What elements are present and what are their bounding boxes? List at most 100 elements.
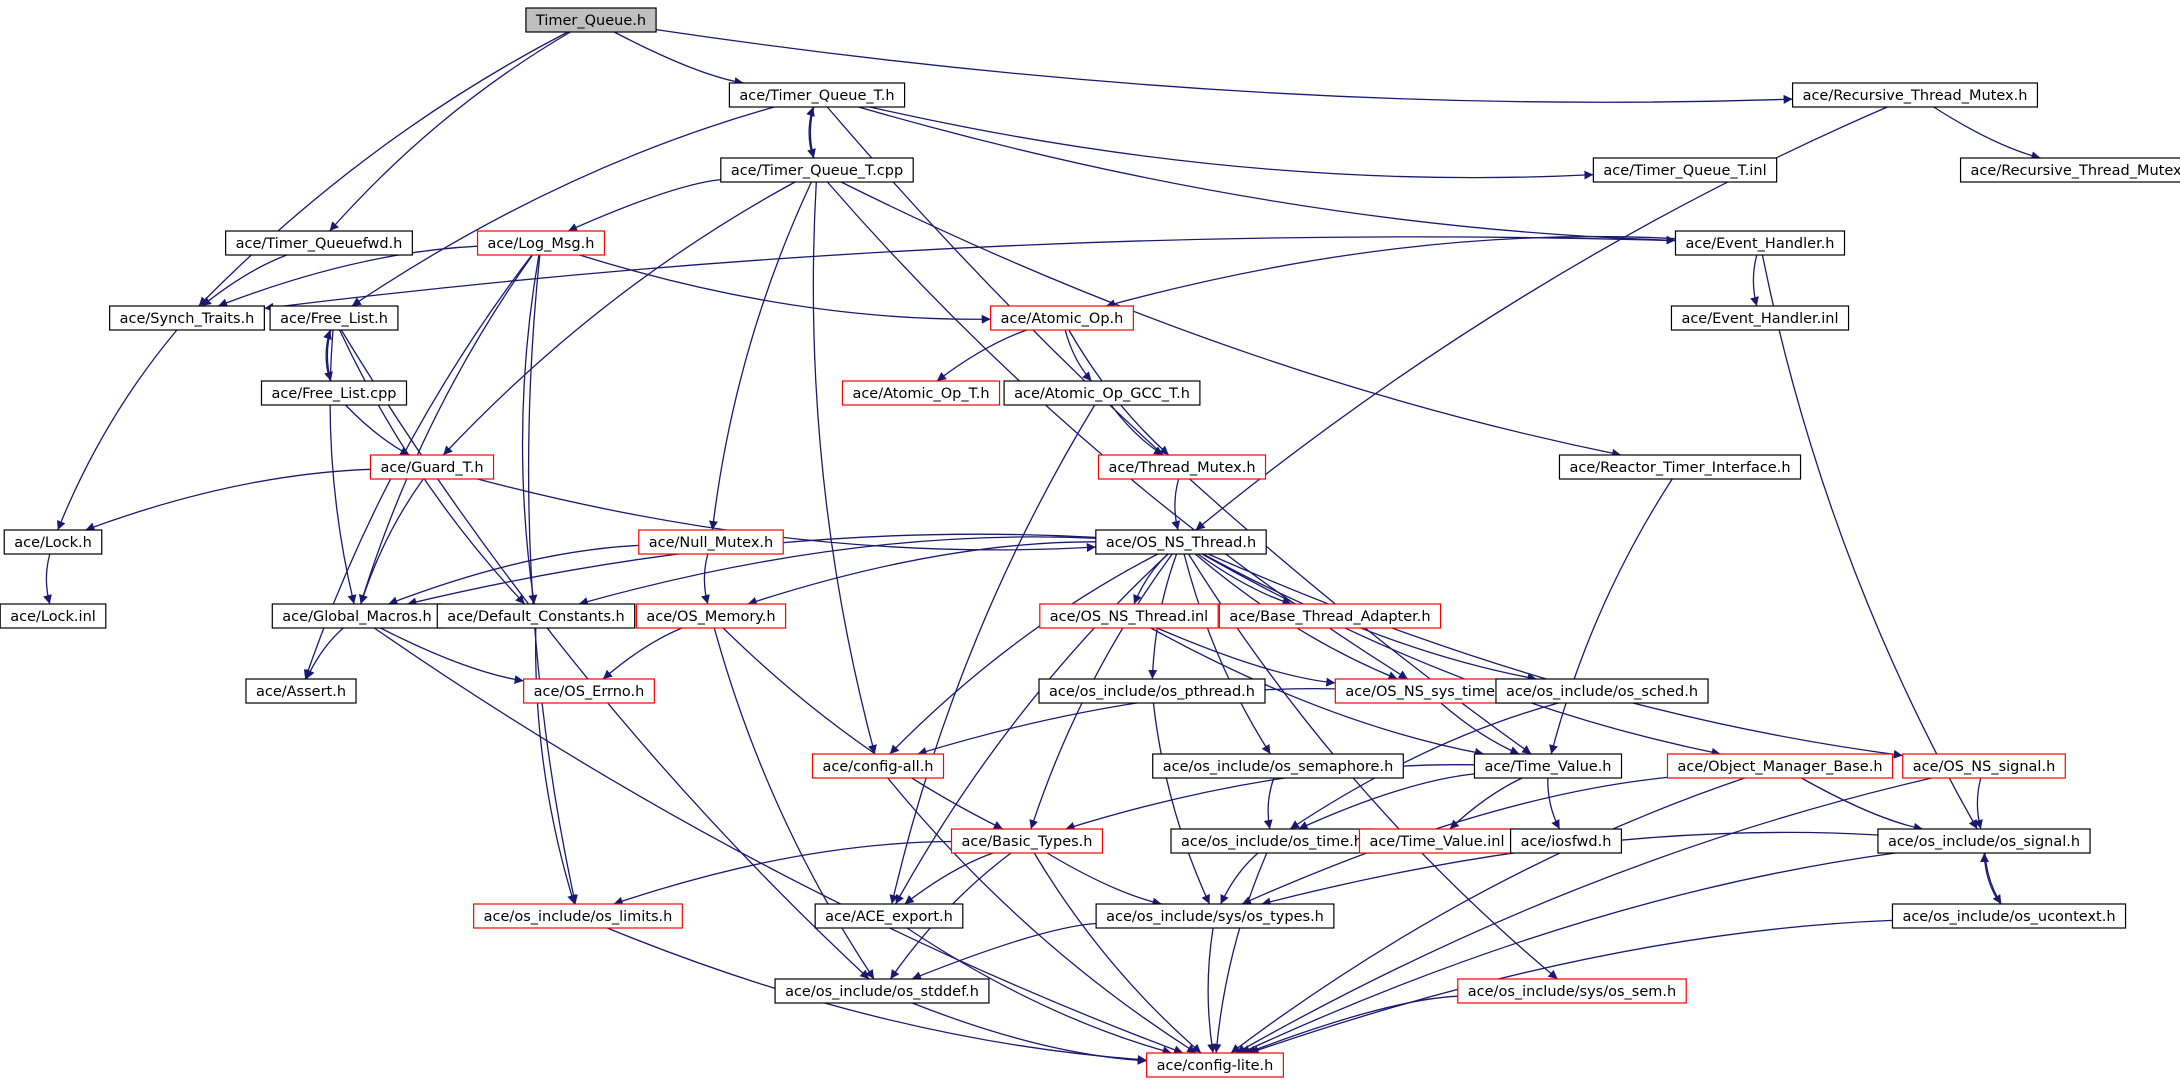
edge-timer-queue-t-cpp-to-log-msg-h <box>567 178 721 232</box>
node-default-constants-h[interactable]: ace/Default_Constants.h <box>436 603 636 629</box>
node-box <box>1877 828 2091 854</box>
node-box <box>1095 529 1267 555</box>
node-os-stddef-h[interactable]: ace/os_include/os_stddef.h <box>774 978 990 1004</box>
node-os-semaphore-h[interactable]: ace/os_include/os_semaphore.h <box>1152 753 1404 779</box>
node-os-pthread-h[interactable]: ace/os_include/os_pthread.h <box>1038 678 1266 704</box>
node-os-ns-signal-h[interactable]: ace/OS_NS_signal.h <box>1902 753 2066 779</box>
node-recursive-thread-mutex-inl[interactable]: ace/Recursive_Thread_Mutex.inl <box>1959 157 2180 183</box>
node-os-ns-thread-h[interactable]: ace/OS_NS_Thread.h <box>1095 529 1267 555</box>
node-label: ace/Atomic_Op_T.h <box>852 386 989 402</box>
node-ace-export-h[interactable]: ace/ACE_export.h <box>814 903 964 929</box>
node-recursive-thread-mutex-h[interactable]: ace/Recursive_Thread_Mutex.h <box>1791 82 2039 108</box>
node-os-ucontext-h[interactable]: ace/os_include/os_ucontext.h <box>1891 903 2127 929</box>
node-atomic-op-t-h[interactable]: ace/Atomic_Op_T.h <box>841 380 1001 406</box>
edge-os-limits-h-to-config-lite-h <box>607 927 1147 1064</box>
edge-recursive-thread-mutex-h-to-recursive-thread-mutex-inl <box>1933 106 2041 161</box>
node-event-handler-h[interactable]: ace/Event_Handler.h <box>1674 230 1846 256</box>
node-time-value-inl[interactable]: ace/Time_Value.inl <box>1358 828 1516 854</box>
edge-config-all-h-to-config-lite-h <box>887 777 1197 1054</box>
node-atomic-op-gcc-t-h[interactable]: ace/Atomic_Op_GCC_T.h <box>1003 380 1201 406</box>
node-timer-queue-t-inl[interactable]: ace/Timer_Queue_T.inl <box>1592 157 1778 183</box>
node-object-manager-base-h[interactable]: ace/Object_Manager_Base.h <box>1666 753 1894 779</box>
edge-os-memory-h-to-os-errno-h <box>602 627 683 680</box>
edge-os-types-h-to-os-stddef-h <box>911 922 1097 980</box>
edge-free-list-h-to-os-stddef-h <box>340 329 870 980</box>
node-assert-h[interactable]: ace/Assert.h <box>245 678 357 704</box>
node-box <box>1674 230 1846 256</box>
node-label: ace/iosfwd.h <box>1521 834 1612 850</box>
edge-free-list-h-to-global-macros-h <box>329 329 357 605</box>
node-label: ace/Free_List.cpp <box>271 386 396 402</box>
node-null-mutex-h[interactable]: ace/Null_Mutex.h <box>638 529 784 555</box>
node-label: ace/Recursive_Thread_Mutex.inl <box>1971 163 2180 179</box>
edge-recursive-thread-mutex-h-to-os-ns-thread-h <box>1195 106 1888 531</box>
edge-object-manager-base-h-to-config-lite-h <box>1230 777 1745 1054</box>
node-synch-traits-h[interactable]: ace/Synch_Traits.h <box>109 305 265 331</box>
edge-thread-mutex-h-to-os-ns-thread-h <box>1171 478 1181 531</box>
node-config-all-h[interactable]: ace/config-all.h <box>811 753 945 779</box>
edge-log-msg-h-to-global-macros-h <box>359 254 534 605</box>
edge-ace-export-h-to-config-lite-h <box>906 927 1172 1055</box>
edge-free-list-cpp-to-guard-t-h <box>345 404 410 456</box>
node-label: ace/os_include/os_semaphore.h <box>1163 759 1394 775</box>
node-label: ace/OS_Errno.h <box>534 684 645 700</box>
edge-timer-queue-t-h-to-time-value-h <box>826 106 1532 755</box>
node-label: ace/Assert.h <box>256 684 346 700</box>
node-box <box>1152 753 1404 779</box>
edge-lock-h-to-lock-inl <box>43 553 52 605</box>
node-time-value-h[interactable]: ace/Time_Value.h <box>1473 753 1623 779</box>
node-free-list-cpp[interactable]: ace/Free_List.cpp <box>260 380 408 406</box>
node-iosfwd-h[interactable]: ace/iosfwd.h <box>1509 828 1623 854</box>
node-box <box>1495 678 1709 704</box>
node-timer-queue-h[interactable]: Timer_Queue.h <box>525 7 657 33</box>
node-os-ns-thread-inl[interactable]: ace/OS_NS_Thread.inl <box>1039 603 1219 629</box>
edges-layer <box>43 28 2041 1065</box>
node-lock-h[interactable]: ace/Lock.h <box>3 529 103 555</box>
node-config-lite-h[interactable]: ace/config-lite.h <box>1146 1052 1284 1078</box>
node-label: ace/Recursive_Thread_Mutex.h <box>1803 88 2028 104</box>
node-log-msg-h[interactable]: ace/Log_Msg.h <box>476 230 606 256</box>
node-timer-queue-t-cpp[interactable]: ace/Timer_Queue_T.cpp <box>720 157 914 183</box>
node-timer-queuefwd-h[interactable]: ace/Timer_Queuefwd.h <box>225 230 413 256</box>
node-box <box>1670 305 1850 331</box>
node-os-signal-h[interactable]: ace/os_include/os_signal.h <box>1877 828 2091 854</box>
node-label: ace/Basic_Types.h <box>962 834 1093 850</box>
edge-timer-queue-t-h-to-timer-queue-t-inl <box>869 106 1594 180</box>
node-basic-types-h[interactable]: ace/Basic_Types.h <box>950 828 1104 854</box>
node-base-thread-adapter-h[interactable]: ace/Base_Thread_Adapter.h <box>1218 603 1442 629</box>
node-label: ace/Synch_Traits.h <box>120 311 255 327</box>
edge-log-msg-h-to-synch-traits-h <box>217 245 478 307</box>
node-label: ace/Lock.h <box>14 535 92 551</box>
node-lock-inl[interactable]: ace/Lock.inl <box>0 603 107 629</box>
edge-event-handler-h-to-event-handler-inl <box>1750 254 1759 307</box>
node-guard-t-h[interactable]: ace/Guard_T.h <box>369 454 495 480</box>
node-label: ace/Event_Handler.h <box>1685 236 1834 252</box>
node-label: ace/Object_Manager_Base.h <box>1677 759 1882 775</box>
edge-os-ns-thread-h-to-os-semaphore-h <box>1183 553 1271 755</box>
node-box <box>1218 603 1442 629</box>
node-atomic-op-h[interactable]: ace/Atomic_Op.h <box>990 305 1134 331</box>
edge-global-macros-h-to-config-lite-h <box>373 627 1184 1055</box>
node-reactor-timer-interface-h[interactable]: ace/Reactor_Timer_Interface.h <box>1558 454 1802 480</box>
node-label: ace/Timer_Queuefwd.h <box>236 236 403 252</box>
node-box <box>728 82 906 108</box>
node-event-handler-inl[interactable]: ace/Event_Handler.inl <box>1670 305 1850 331</box>
edge-basic-types-h-to-ace-export-h <box>904 852 994 905</box>
node-free-list-h[interactable]: ace/Free_List.h <box>269 305 399 331</box>
node-label: ace/os_include/os_stddef.h <box>785 984 979 1000</box>
node-timer-queue-t-h[interactable]: ace/Timer_Queue_T.h <box>728 82 906 108</box>
node-box <box>1902 753 2066 779</box>
node-thread-mutex-h[interactable]: ace/Thread_Mutex.h <box>1097 454 1267 480</box>
node-os-ns-sys-time-h[interactable]: ace/OS_NS_sys_time.h <box>1334 678 1520 704</box>
node-os-limits-h[interactable]: ace/os_include/os_limits.h <box>473 903 683 929</box>
node-os-sched-h[interactable]: ace/os_include/os_sched.h <box>1495 678 1709 704</box>
node-os-memory-h[interactable]: ace/OS_Memory.h <box>635 603 787 629</box>
node-box <box>225 230 413 256</box>
node-os-sem-h[interactable]: ace/os_include/sys/os_sem.h <box>1457 978 1687 1004</box>
node-os-time-h[interactable]: ace/os_include/os_time.h <box>1170 828 1374 854</box>
node-os-types-h[interactable]: ace/os_include/sys/os_types.h <box>1095 903 1335 929</box>
node-box <box>1558 454 1802 480</box>
node-global-macros-h[interactable]: ace/Global_Macros.h <box>271 603 443 629</box>
node-label: ace/os_include/os_sched.h <box>1506 684 1698 700</box>
node-os-errno-h[interactable]: ace/OS_Errno.h <box>523 678 655 704</box>
